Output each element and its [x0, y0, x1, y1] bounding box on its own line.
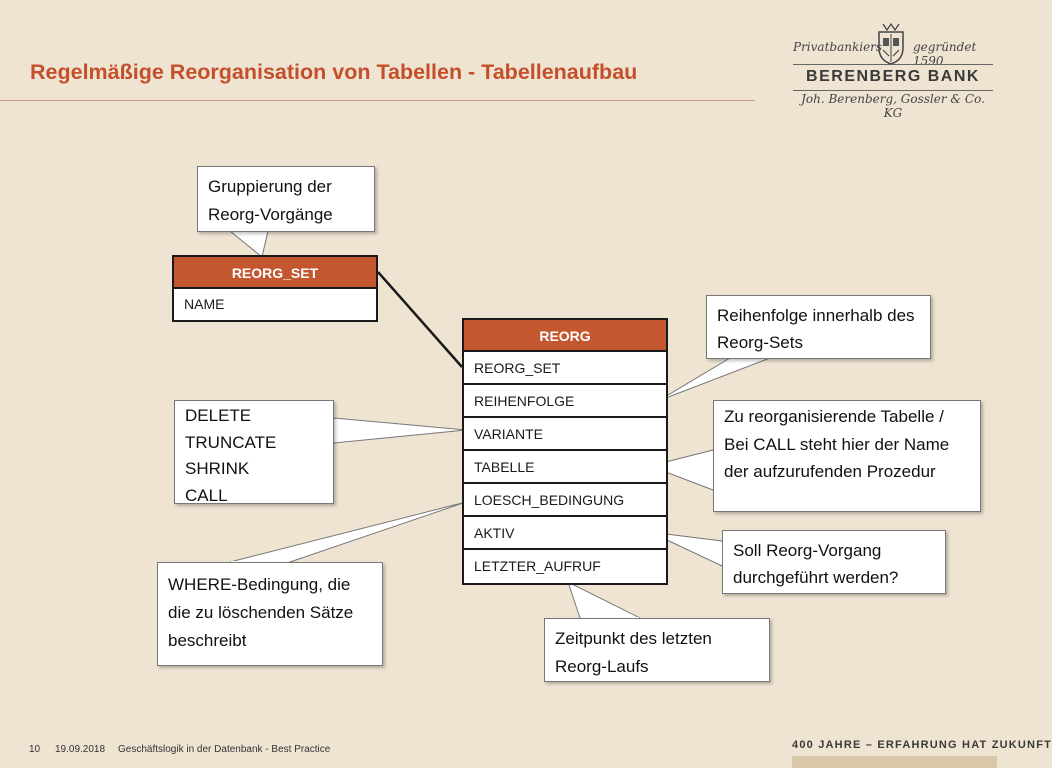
- table-header: REORG_SET: [174, 257, 376, 289]
- crest-icon: [878, 22, 904, 65]
- callout-operations: DELETE TRUNCATE SHRINK CALL: [174, 400, 334, 505]
- table-row: TABELLE: [464, 451, 666, 484]
- page-number: 10: [29, 744, 41, 755]
- table-row: NAME: [184, 296, 225, 312]
- callout-reihenfolge: Reihenfolge innerhalb des Reorg-Sets: [706, 295, 931, 359]
- logo-bank-name: BERENBERG BANK: [806, 68, 980, 85]
- table-row: VARIANTE: [464, 418, 666, 451]
- table-row: LETZTER_AUFRUF: [474, 558, 601, 574]
- operation-item: SHRINK: [185, 459, 250, 478]
- callout-pointer-ops: [333, 417, 467, 444]
- operation-item: TRUNCATE: [185, 432, 277, 452]
- footer-date: 19.09.2018: [55, 744, 106, 755]
- title-divider: [0, 100, 755, 101]
- table-reorg: REORG REORG_SET REIHENFOLGE VARIANTE TAB…: [462, 318, 668, 585]
- logo-rule-top: [793, 64, 993, 65]
- slide-title: Regelmäßige Reorganisation von Tabellen …: [30, 60, 638, 84]
- table-row: REORG_SET: [464, 352, 666, 385]
- callout-tabelle: Zu reorganisierende Tabelle / Bei CALL s…: [713, 400, 981, 512]
- table-reorg-set: REORG_SET NAME: [172, 255, 378, 322]
- callout-zeitpunkt: Zeitpunkt des letzten Reorg-Laufs: [544, 618, 770, 682]
- footer-slogan-bar: [792, 756, 997, 768]
- logo-tagline-left: Privatbankiers: [793, 40, 883, 54]
- footer-slogan: 400 JAHRE – ERFAHRUNG HAT ZUKUNFT: [792, 739, 1052, 751]
- table-header: REORG: [464, 320, 666, 352]
- table-row: AKTIV: [464, 517, 666, 550]
- logo-rule-bottom: [793, 90, 993, 91]
- operation-item: CALL: [185, 485, 228, 505]
- callout-pointer-reihenfolge: [657, 357, 771, 402]
- footer-text: Geschäftslogik in der Datenbank - Best P…: [118, 744, 331, 755]
- relation-line: [377, 271, 463, 368]
- bank-logo: Privatbankiers gegründet 1590 BERENBERG …: [785, 22, 1000, 120]
- logo-subtitle: Joh. Berenberg, Gossler & Co. KG: [801, 92, 985, 120]
- table-row: LOESCH_BEDINGUNG: [464, 484, 666, 517]
- callout-gruppierung: Gruppierung der Reorg-Vorgänge: [197, 166, 375, 232]
- callout-pointer-zeit: [567, 581, 641, 619]
- callout-pointer-where: [229, 501, 467, 563]
- operation-item: DELETE: [185, 406, 252, 425]
- callout-aktiv: Soll Reorg-Vorgang durchgeführt werden?: [722, 530, 946, 594]
- callout-pointer-group: [228, 230, 269, 258]
- callout-where: WHERE-Bedingung, die die zu löschenden S…: [157, 562, 383, 666]
- table-row: REIHENFOLGE: [464, 385, 666, 418]
